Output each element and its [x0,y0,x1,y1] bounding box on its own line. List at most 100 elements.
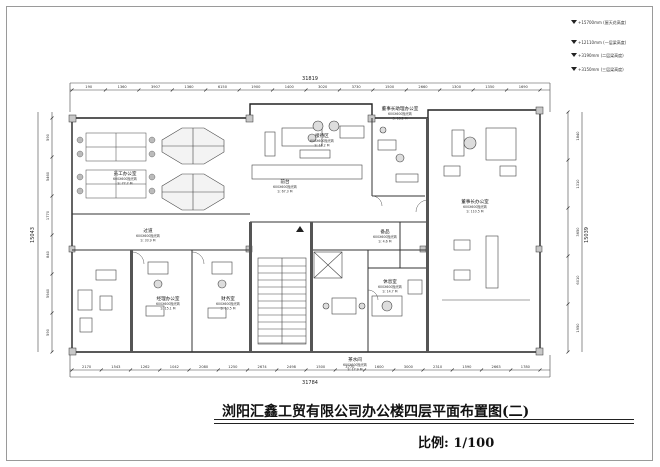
dimension-segment: 590 [46,133,50,141]
dimension-segment: 1360 [184,85,194,89]
dimension-tick [566,254,570,258]
dimension-segment: 1500 [316,365,326,369]
room-floor-spec: 600X600抛光砖 [463,204,488,209]
room-area: S: 67.3 M [278,190,293,194]
drawing-frame [6,6,653,461]
dimension-tick [392,368,396,372]
dimension-segment: 2663 [492,365,501,369]
room-floor-spec: 600X600抛光砖 [373,234,398,239]
room-area: S: 110.5 M [467,210,484,214]
room-name: 财务室 [221,295,235,302]
dim-right-total: 15039 [584,227,590,243]
room-floor-spec: 600X600抛光砖 [156,301,181,306]
room-area: S: 17.9 M [348,368,363,372]
dimension-segment: 6010 [576,275,580,285]
dimension-tick [566,110,570,114]
dimension-segment: 5460 [46,171,50,181]
dimension-tick [275,368,279,372]
dimension-lines [37,82,583,378]
level-mark-label: +12110mm (一层梁高度) [578,40,627,45]
dimension-segment: 2498 [287,365,297,369]
dimension-tick [103,88,108,92]
room-name: 前台 [280,178,290,185]
workstation-cluster [85,132,147,199]
level-mark-label: +3190mm (二层梁高度) [578,53,624,58]
dimension-tick [471,88,475,92]
dimension-tick [333,368,337,372]
dim-bottom-total: 31784 [302,380,318,386]
dimension-segment: 1590 [462,365,472,369]
room-area: S: 15.1 M [161,307,176,311]
entrance-arrow-icon [296,226,304,232]
title-underline [214,419,634,420]
dimension-tick [99,368,103,372]
dimension-segment: 1770 [46,210,50,220]
pod-desks [161,127,225,211]
dimension-tick [504,88,509,92]
room-area: S: 18.2 M [393,117,408,121]
door-swings [131,195,429,301]
dimension-segment: 840 [46,250,50,258]
chairman-office-furniture [442,127,530,301]
dimension-tick [245,368,250,372]
room-name: 接待区 [315,132,329,139]
dimension-segment: 3650 [576,227,580,237]
room-floor-spec: 600X600抛光砖 [310,138,335,143]
dimension-tick [50,116,54,120]
thick-wall-fills [130,118,429,352]
level-mark-label: +3150mm (三层梁高度) [578,67,624,72]
dimension-tick [216,368,220,372]
dimension-tick [128,368,133,372]
assistant-office-furniture [377,126,419,183]
dimension-segment: 2310 [433,365,443,369]
dimension-tick [304,88,308,92]
finance-office-furniture [207,261,233,319]
dimension-segment: 1042 [170,365,179,369]
dimension-tick [566,350,570,354]
room-area: S: 10.5 M [221,307,236,311]
dimension-tick [566,158,570,162]
dimension-tick [50,155,54,159]
dimension-tick [304,368,308,372]
dimension-tick [137,88,141,92]
dimension-tick [404,88,409,92]
dimension-segment: 1350 [485,85,495,89]
drawing-title: 浏阳汇鑫工贸有限公司办公楼四层平面布置图(二) [222,404,530,420]
room-name: 备品 [380,228,390,235]
room-area: S: 33.9 M [141,239,156,243]
level-mark-label: +15700mm (屋天花高度) [578,20,627,25]
room-floor-spec: 600X600抛光砖 [388,111,413,116]
dimension-segment: 1300 [452,85,462,89]
dimension-tick [50,272,54,276]
dimension-segment: 1950 [576,323,580,333]
dimension-segment: 3770 [345,365,355,369]
dimension-tick [566,302,570,306]
dimension-segment: 2660 [418,85,428,89]
room-floor-spec: 600X600抛光砖 [216,301,241,306]
dimension-segment: 1900 [251,85,261,89]
level-mark-1: +12110mm (一层梁高度) [571,40,627,46]
dimension-segment: 1500 [385,85,395,89]
dimension-tick [362,368,367,372]
room-area: S: 77.7 M [118,182,133,186]
dimension-segment: 3730 [352,85,362,89]
dimension-tick [170,88,175,92]
room-name: 员工办公室 [114,170,137,177]
dimension-segment: 1310 [576,179,580,189]
dimension-segment: 3907 [151,85,160,89]
room-floor-spec: 600X600抛光砖 [136,233,161,238]
dimension-tick [237,88,241,92]
dimension-segment: 1250 [228,365,238,369]
dim-top-total: 31819 [302,76,318,82]
dimension-tick [421,368,425,372]
dimension-segment: 1400 [285,85,295,89]
dimension-tick [50,311,54,315]
dimension-tick [158,368,162,372]
dimension-tick [50,194,54,198]
restroom-fixtures [77,269,117,333]
level-mark-2: +3190mm (二层梁高度) [571,53,624,59]
dimension-tick [187,368,191,372]
office-chairs [76,136,156,195]
